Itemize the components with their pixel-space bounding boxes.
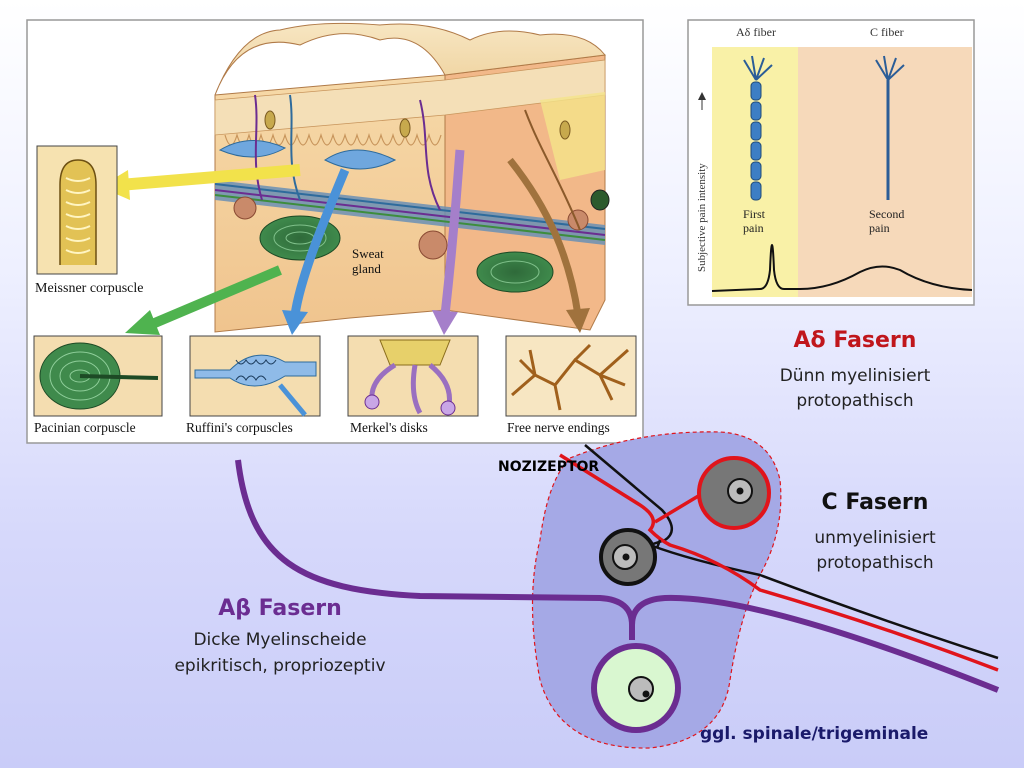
c-fiber-line2: protopathisch (816, 553, 934, 573)
a-delta-title: Aδ Fasern (793, 328, 917, 353)
label-y-axis: Subjective pain intensity (696, 163, 708, 272)
arrow-pacinian (148, 265, 282, 330)
a-delta-fiber-axon (559, 453, 999, 672)
pacinian-inset (33, 335, 163, 417)
label-fiber-a: Aδ fiber (736, 25, 776, 39)
c-fiber-line1: unmyelinisiert (814, 528, 936, 548)
arrow-meissner (119, 164, 301, 191)
pain-fiber-figure: Aδ fiber C fiber Subjective pain intensi… (687, 19, 975, 306)
c-fiber-axon (584, 444, 999, 660)
label-merkel: Merkel's disks (350, 420, 428, 435)
pain-intensity-curve (711, 243, 973, 292)
ruffini-inset (189, 335, 321, 417)
c-fiber-soma (599, 528, 657, 586)
label-ruffini: Ruffini's corpuscles (186, 420, 293, 435)
a-delta-line2: protopathisch (796, 391, 914, 411)
label-meissner: Meissner corpuscle (35, 281, 143, 296)
label-pacinian: Pacinian corpuscle (34, 420, 136, 435)
a-delta-line1: Dünn myelinisiert (779, 366, 931, 386)
a-beta-line2: epikritisch, propriozeptiv (174, 656, 386, 676)
ganglion-label: ggl. spinale/trigeminale (700, 724, 929, 744)
a-beta-fiber-peripheral (235, 459, 635, 640)
meissner-inset (36, 145, 118, 275)
a-delta-soma (697, 456, 771, 530)
a-beta-title: Aβ Fasern (218, 596, 342, 621)
a-delta-fiber-drawing (743, 55, 773, 201)
arrow-free-nerve (507, 157, 582, 316)
merkel-inset (347, 335, 479, 417)
label-fiber-c: C fiber (870, 25, 904, 39)
nozizeptor-label: NOZIZEPTOR (498, 459, 600, 475)
a-beta-line1: Dicke Myelinscheide (193, 630, 367, 650)
ganglion-schematic (235, 431, 1000, 749)
c-fiber-title: C Fasern (821, 490, 929, 515)
label-free-nerve: Free nerve endings (507, 420, 610, 435)
free-nerve-inset (505, 335, 637, 417)
c-fiber-drawing (875, 55, 905, 200)
a-beta-fiber-central (629, 594, 1000, 693)
a-beta-soma (591, 643, 681, 733)
arrow-ruffini (290, 168, 350, 316)
arrow-merkel (440, 149, 465, 316)
